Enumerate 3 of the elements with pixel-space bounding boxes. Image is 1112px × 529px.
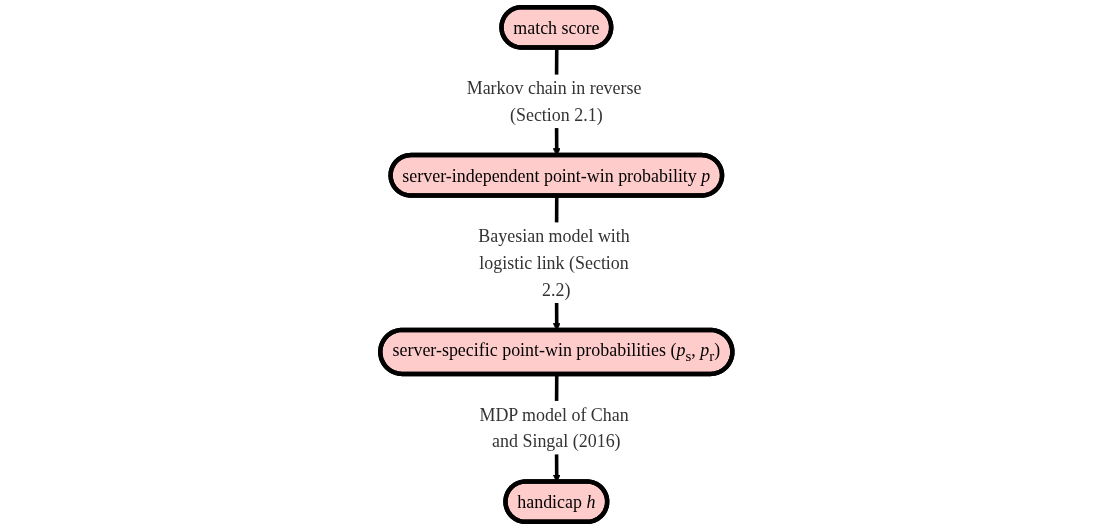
edge-label: Bayesian model with logistic link (Section 2.2) [478, 225, 630, 300]
edge-label: MDP model of Chan and Singal (2016) [479, 404, 629, 451]
edge-label: Markov chain in reverse (Section 2.1) [466, 78, 642, 125]
